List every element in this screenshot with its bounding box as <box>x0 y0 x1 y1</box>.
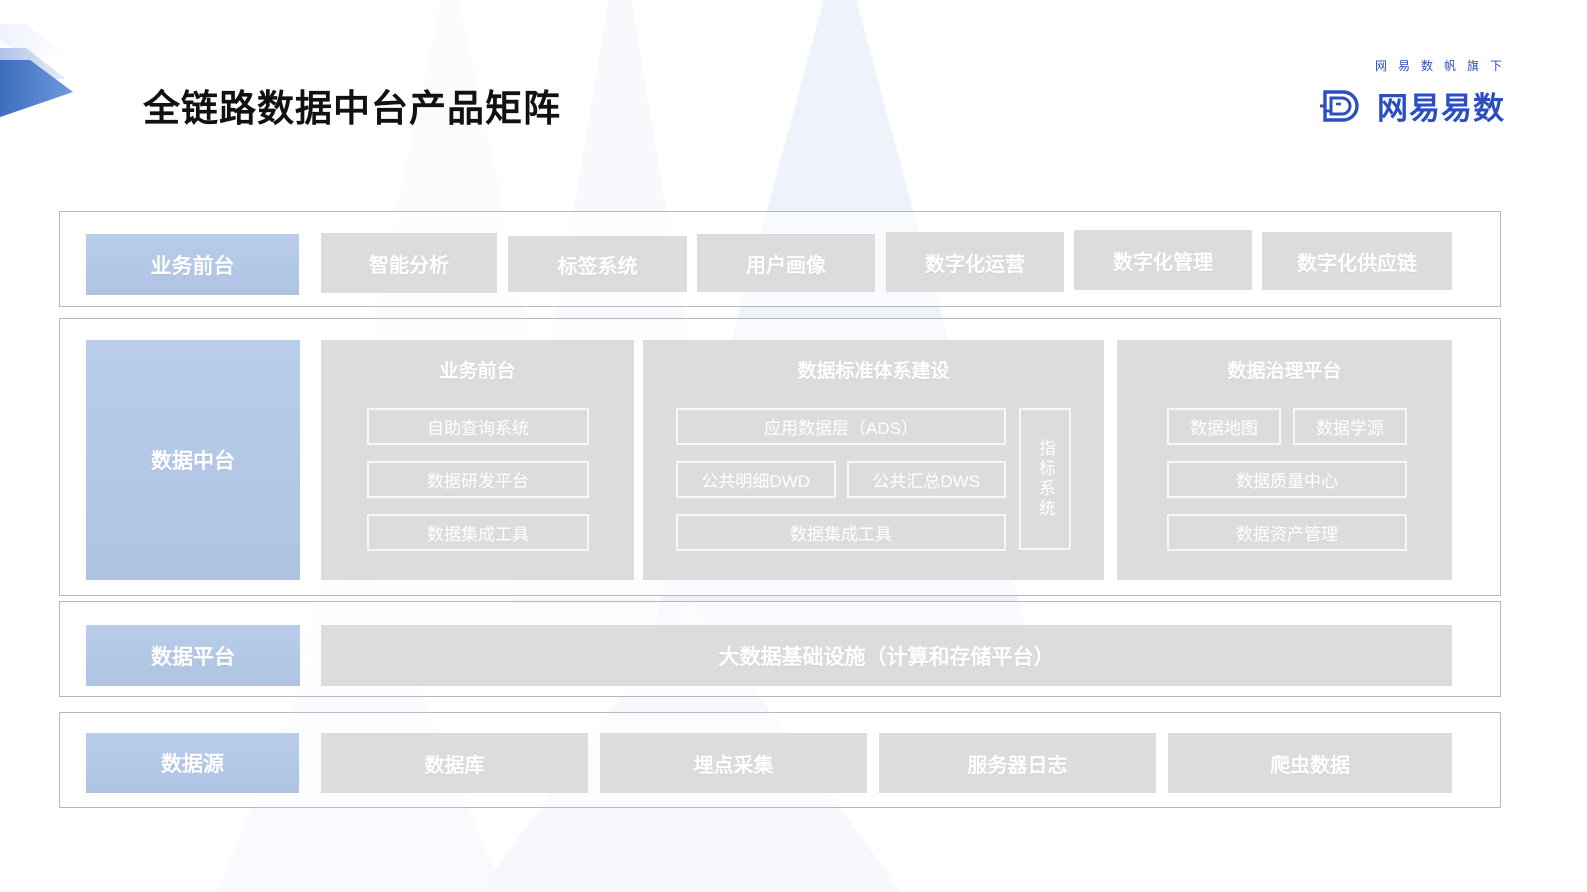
brand-name: 网易易数 <box>1377 91 1505 126</box>
page-title: 全链路数据中台产品矩阵 <box>143 88 561 129</box>
netease-yishu-logo-icon <box>1320 89 1359 122</box>
data-source-frame <box>59 712 1501 808</box>
layered-chevron-icon <box>0 24 73 118</box>
data-middle-platform-frame <box>59 318 1501 596</box>
brand-row: 网易易数 <box>1319 83 1505 128</box>
brand-subtitle: 网易数帆旗下 <box>1374 59 1513 73</box>
business-front-frame <box>59 211 1501 307</box>
brand-block: 网易数帆旗下 网易易数 <box>1319 57 1505 128</box>
data-platform-frame <box>59 601 1501 697</box>
